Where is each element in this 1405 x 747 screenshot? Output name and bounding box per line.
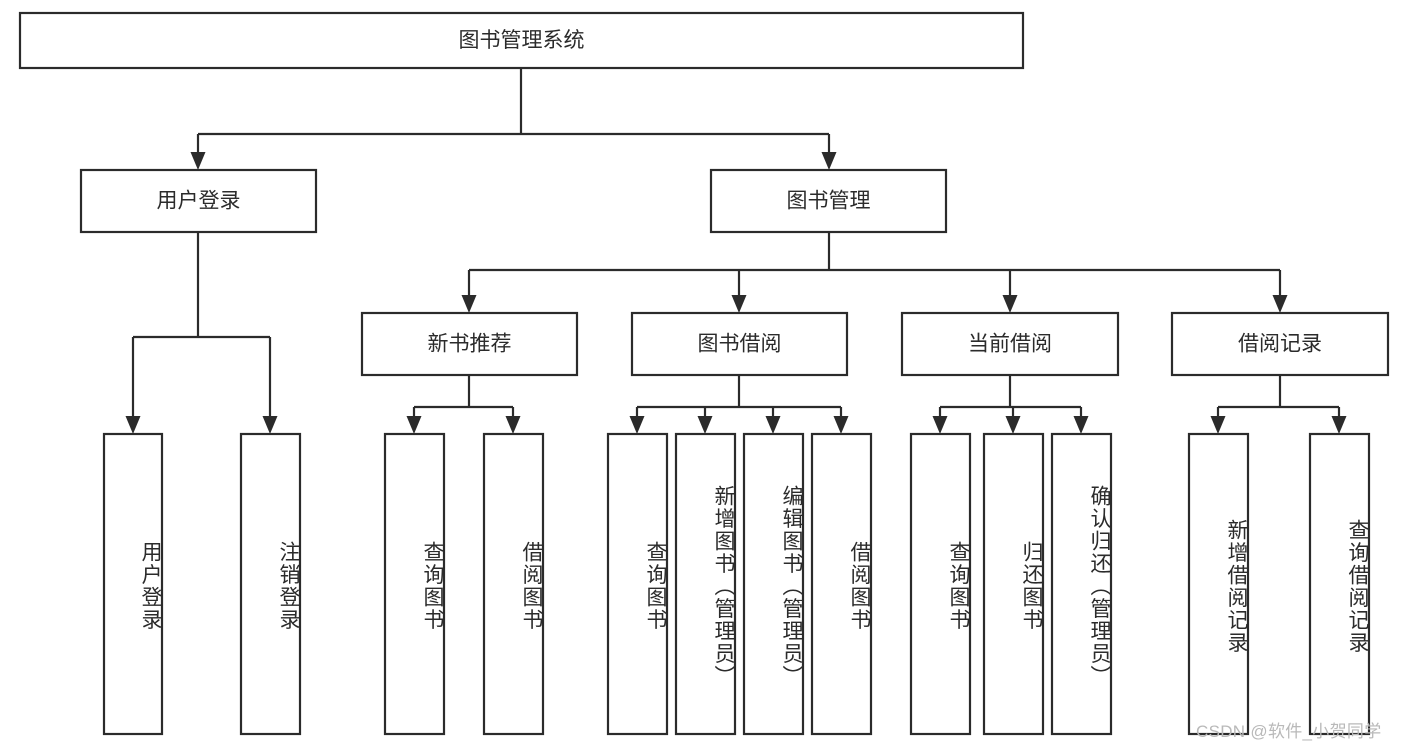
arrow-head-icon xyxy=(190,152,206,170)
node-label-borrow-record: 借阅记录 xyxy=(1238,333,1322,356)
arrow-head-icon xyxy=(125,416,141,434)
node-label-new-book-recommend: 新书推荐 xyxy=(428,333,512,356)
node-box-book-borrow[interactable] xyxy=(630,311,849,377)
node-box-layer xyxy=(18,11,1390,736)
watermark: CSDN @软件_小贺同学 xyxy=(1196,722,1382,741)
leaf-box-leaf-query-book-2[interactable] xyxy=(606,432,669,736)
leaf-box-leaf-add-book[interactable] xyxy=(674,432,737,736)
arrow-head-icon xyxy=(461,295,477,313)
leaf-box-leaf-confirm-return[interactable] xyxy=(1050,432,1113,736)
node-box-root[interactable] xyxy=(18,11,1025,70)
leaf-box-leaf-borrow-book-1[interactable] xyxy=(482,432,545,736)
leaf-box-leaf-user-login[interactable] xyxy=(102,432,164,736)
node-box-new-book-recommend[interactable] xyxy=(360,311,579,377)
leaf-box-leaf-query-record[interactable] xyxy=(1308,432,1371,736)
arrow-head-icon xyxy=(1073,416,1089,434)
node-label-user-login: 用户登录 xyxy=(157,190,241,213)
node-box-book-manage[interactable] xyxy=(709,168,948,234)
arrow-head-icon xyxy=(262,416,278,434)
arrow-head-icon xyxy=(1210,416,1226,434)
connector-layer xyxy=(125,68,1347,434)
arrow-head-icon xyxy=(1331,416,1347,434)
node-label-book-borrow: 图书借阅 xyxy=(698,333,782,356)
node-label-book-manage: 图书管理 xyxy=(787,190,871,213)
leaf-box-leaf-borrow-book-2[interactable] xyxy=(810,432,873,736)
node-box-current-borrow[interactable] xyxy=(900,311,1120,377)
leaf-box-leaf-return-book[interactable] xyxy=(982,432,1045,736)
leaf-box-leaf-query-book-1[interactable] xyxy=(383,432,446,736)
arrow-head-icon xyxy=(406,416,422,434)
node-label-root: 图书管理系统 xyxy=(459,29,585,52)
arrow-head-icon xyxy=(697,416,713,434)
arrow-head-icon xyxy=(1272,295,1288,313)
leaf-box-leaf-add-record[interactable] xyxy=(1187,432,1250,736)
arrow-head-icon xyxy=(1002,295,1018,313)
arrow-head-icon xyxy=(833,416,849,434)
arrow-head-icon xyxy=(731,295,747,313)
arrow-head-icon xyxy=(932,416,948,434)
node-box-borrow-record[interactable] xyxy=(1170,311,1390,377)
arrow-head-icon xyxy=(821,152,837,170)
arrow-head-icon xyxy=(1005,416,1021,434)
node-label-current-borrow: 当前借阅 xyxy=(968,333,1052,356)
leaf-box-leaf-logout[interactable] xyxy=(239,432,302,736)
leaf-box-leaf-edit-book[interactable] xyxy=(742,432,805,736)
arrow-head-icon xyxy=(765,416,781,434)
arrow-head-icon xyxy=(505,416,521,434)
leaf-box-leaf-query-book-3[interactable] xyxy=(909,432,972,736)
arrow-head-icon xyxy=(629,416,645,434)
node-box-user-login[interactable] xyxy=(79,168,318,234)
